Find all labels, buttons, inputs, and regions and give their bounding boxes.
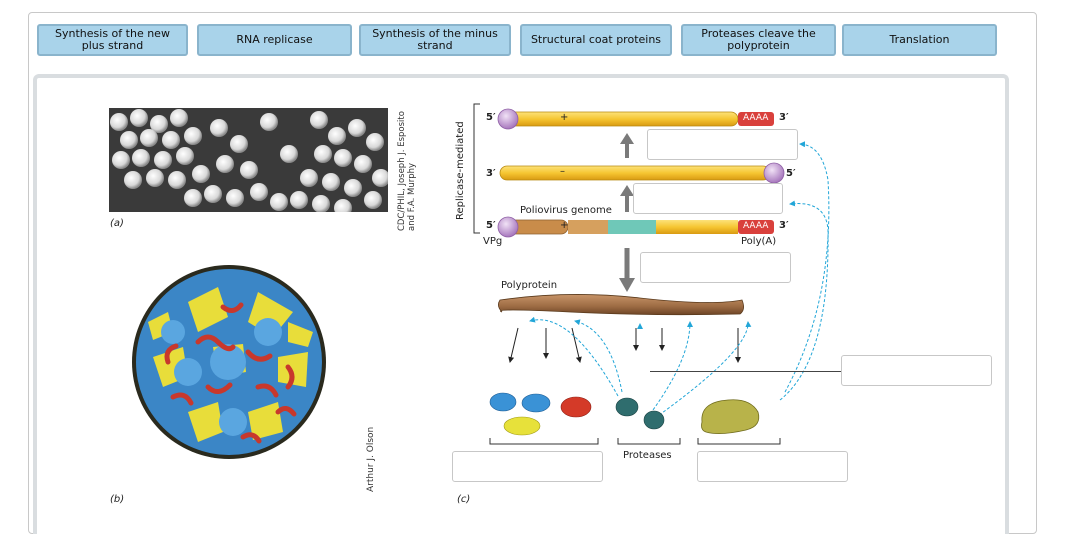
panel-a-label: (a) <box>110 218 124 229</box>
proteases-label: Proteases <box>623 450 672 461</box>
vpg-label: VPg <box>483 236 503 247</box>
tile-synthesis-minus-strand[interactable]: Synthesis of the minus strand <box>359 24 511 56</box>
poliovirus-capsid-model <box>132 265 326 459</box>
polyprotein-label: Polyprotein <box>501 280 558 291</box>
panel-c-label: (c) <box>457 494 471 505</box>
minus-strand-minus: – <box>560 166 565 177</box>
polyA-label: Poly(A) <box>741 236 777 247</box>
genome-polyA: AAAA <box>743 221 769 231</box>
poliovirus-genome-label: Poliovirus genome <box>520 205 612 216</box>
genome-plus: + <box>560 220 569 231</box>
poliovirus-micrograph <box>109 108 388 212</box>
drop-target-new-plus-strand[interactable] <box>647 129 798 160</box>
tile-rna-replicase[interactable]: RNA replicase <box>197 24 352 56</box>
drop-target-translation-step[interactable] <box>640 252 791 283</box>
connector-line <box>650 371 842 372</box>
tile-proteases-cleave-polyprotein[interactable]: Proteases cleave the polyprotein <box>681 24 836 56</box>
tile-structural-coat-proteins[interactable]: Structural coat proteins <box>520 24 672 56</box>
top-strand-3prime: 3′ <box>779 112 789 123</box>
replicase-mediated-label: Replicase-mediated <box>455 121 466 220</box>
drop-target-cleavage[interactable] <box>841 355 992 386</box>
minus-strand-3prime: 3′ <box>486 168 496 179</box>
top-strand-5prime: 5′ <box>486 112 496 123</box>
drop-target-minus-strand[interactable] <box>633 183 783 214</box>
tile-translation[interactable]: Translation <box>842 24 997 56</box>
minus-strand-5prime: 5′ <box>786 168 796 179</box>
drop-target-replicase[interactable] <box>697 451 848 482</box>
genome-5prime: 5′ <box>486 220 496 231</box>
credit-model: Arthur J. Olson <box>366 426 376 492</box>
genome-3prime: 3′ <box>779 220 789 231</box>
top-strand-plus: + <box>560 112 569 123</box>
tile-synthesis-new-plus-strand[interactable]: Synthesis of the new plus strand <box>37 24 188 56</box>
replication-diagram <box>473 103 830 445</box>
top-strand-polyA: AAAA <box>743 113 769 123</box>
drop-target-coat-proteins[interactable] <box>452 451 603 482</box>
panel-b-label: (b) <box>110 494 125 505</box>
credit-micrograph: CDC/PHIL, Joseph J. Esposito and F.A. Mu… <box>397 111 417 231</box>
